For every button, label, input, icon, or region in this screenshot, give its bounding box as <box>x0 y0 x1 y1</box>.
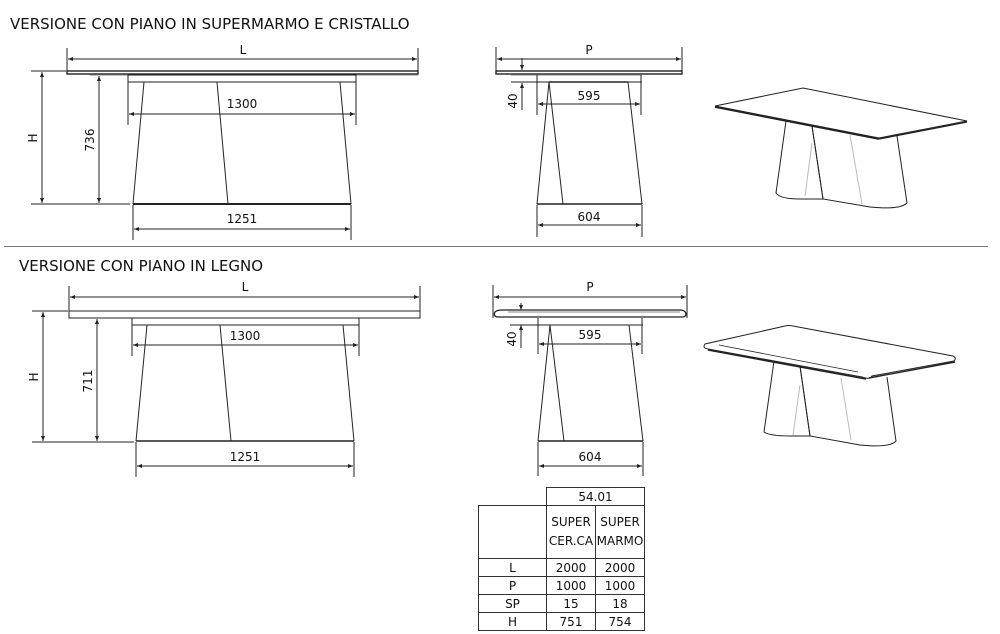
section-title-supermarmo: VERSIONE CON PIANO IN SUPERMARMO E CRIST… <box>10 15 410 33</box>
row-label: SP <box>478 594 547 613</box>
table-row: P 1000 1000 <box>478 576 645 595</box>
side-view-legno <box>492 285 688 476</box>
dim-base-height: 711 <box>81 370 95 393</box>
cell-value: 18 <box>595 594 645 613</box>
table-row: L 2000 2000 <box>478 558 645 577</box>
front-view-legno <box>32 286 421 477</box>
cell-value: 15 <box>546 594 596 613</box>
column-header-super-marmo: SUPER MARMO <box>595 505 645 559</box>
dim-base-top-width: 1300 <box>227 97 258 111</box>
dim-top-thickness: 40 <box>505 331 519 346</box>
table-row: SP 15 18 <box>478 594 645 613</box>
section-divider <box>4 246 988 247</box>
section-title-legno: VERSIONE CON PIANO IN LEGNO <box>19 257 264 275</box>
dim-height-label: H <box>26 133 40 142</box>
row-label: L <box>478 558 547 577</box>
dim-base-bottom-width: 1251 <box>227 212 258 226</box>
dim-depth-label: P <box>586 280 593 294</box>
dim-length-label: L <box>240 43 247 57</box>
cell-value: 2000 <box>595 558 645 577</box>
cell-value: 1000 <box>595 576 645 595</box>
cell-value: 1000 <box>546 576 596 595</box>
dim-base-height: 736 <box>83 129 97 152</box>
perspective-view-supermarmo <box>714 87 968 209</box>
dim-side-base-top-width: 595 <box>578 89 601 103</box>
dim-side-base-bottom-width: 604 <box>579 450 602 464</box>
table-row: H 751 754 <box>478 612 645 631</box>
dim-base-top-width: 1300 <box>230 329 261 343</box>
column-header-super-ceramica: SUPER CER.CA <box>546 505 596 559</box>
table-column-header-row: SUPER CER.CA SUPER MARMO <box>478 505 645 559</box>
cell-value: 754 <box>595 612 645 631</box>
cell-value: 2000 <box>546 558 596 577</box>
cell-value: 751 <box>546 612 596 631</box>
dim-top-thickness: 40 <box>506 93 520 108</box>
front-view-supermarmo <box>31 48 419 240</box>
dim-depth-label: P <box>585 43 592 57</box>
row-label: H <box>478 612 547 631</box>
dim-side-base-bottom-width: 604 <box>578 210 601 224</box>
dim-base-bottom-width: 1251 <box>230 450 261 464</box>
spec-table: 54.01 SUPER CER.CA SUPER MARMO L 2000 20… <box>478 487 645 631</box>
dim-length-label: L <box>242 280 249 294</box>
row-label: P <box>478 576 547 595</box>
dim-height-label: H <box>27 372 41 381</box>
side-view-supermarmo <box>495 47 683 237</box>
table-header-row: 54.01 <box>479 487 645 506</box>
dim-side-base-top-width: 595 <box>579 328 602 342</box>
perspective-view-legno <box>703 325 956 447</box>
model-code: 54.01 <box>546 487 645 506</box>
